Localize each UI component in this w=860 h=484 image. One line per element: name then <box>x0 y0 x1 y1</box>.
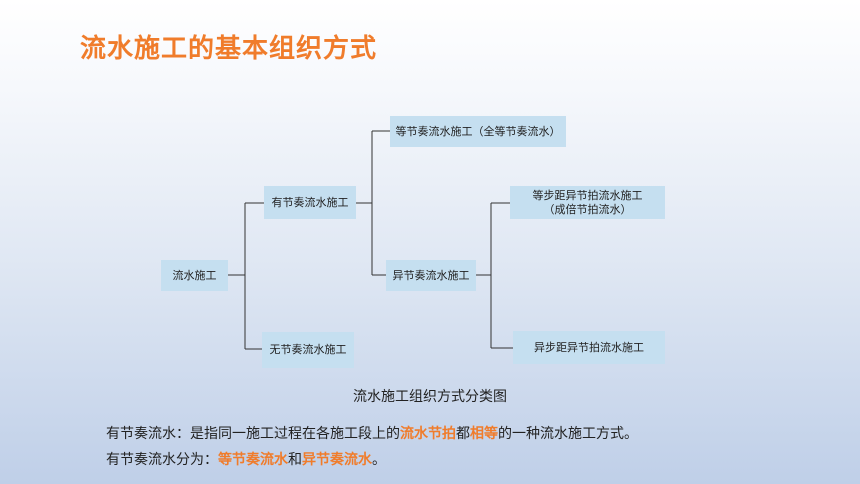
node-root-label: 流水施工 <box>172 268 217 282</box>
diagram-caption: 流水施工组织方式分类图 <box>353 389 507 405</box>
node-rhythmic: 有节奏流水施工 <box>264 186 356 219</box>
node-equal-step-label-2: （成倍节拍流水） <box>543 202 632 216</box>
node-equal: 等节奏流水施工（全等节奏流水） <box>390 116 566 147</box>
definition-text-a: 有节奏流水：是指同一施工过程在各施工段上的 <box>106 426 400 442</box>
highlight-equal: 相等 <box>470 426 498 442</box>
classification-line: 有节奏流水分为：等节奏流水和异节奏流水。 <box>106 449 386 469</box>
node-equal-step-label-1: 等步距异节拍流水施工 <box>532 188 643 202</box>
node-unequal-label: 异节奏流水施工 <box>392 268 470 282</box>
classification-text-c: 。 <box>372 452 386 468</box>
node-equal-step: 等步距异节拍流水施工 （成倍节拍流水） <box>510 186 665 219</box>
page-title: 流水施工的基本组织方式 <box>80 34 378 64</box>
highlight-flow-beat: 流水节拍 <box>400 426 456 442</box>
node-unequal-step: 异步距异节拍流水施工 <box>513 331 665 364</box>
node-non-rhythmic-label: 无节奏流水施工 <box>269 343 347 356</box>
definition-text-b: 都 <box>456 426 470 442</box>
definition-line: 有节奏流水：是指同一施工过程在各施工段上的流水节拍都相等的一种流水施工方式。 <box>106 423 638 443</box>
node-equal-label: 等节奏流水施工（全等节奏流水） <box>395 124 561 138</box>
highlight-unequal-rhythm: 异节奏流水 <box>302 452 372 468</box>
node-root: 流水施工 <box>161 260 228 291</box>
node-unequal: 异节奏流水施工 <box>386 260 476 291</box>
classification-text-a: 有节奏流水分为： <box>106 452 218 468</box>
node-unequal-step-label: 异步距异节拍流水施工 <box>534 340 644 354</box>
definition-text-c: 的一种流水施工方式。 <box>498 426 638 442</box>
node-rhythmic-label: 有节奏流水施工 <box>271 195 349 209</box>
classification-text-b: 和 <box>288 452 302 468</box>
highlight-equal-rhythm: 等节奏流水 <box>218 452 288 468</box>
node-non-rhythmic: 无节奏流水施工 <box>262 332 354 368</box>
